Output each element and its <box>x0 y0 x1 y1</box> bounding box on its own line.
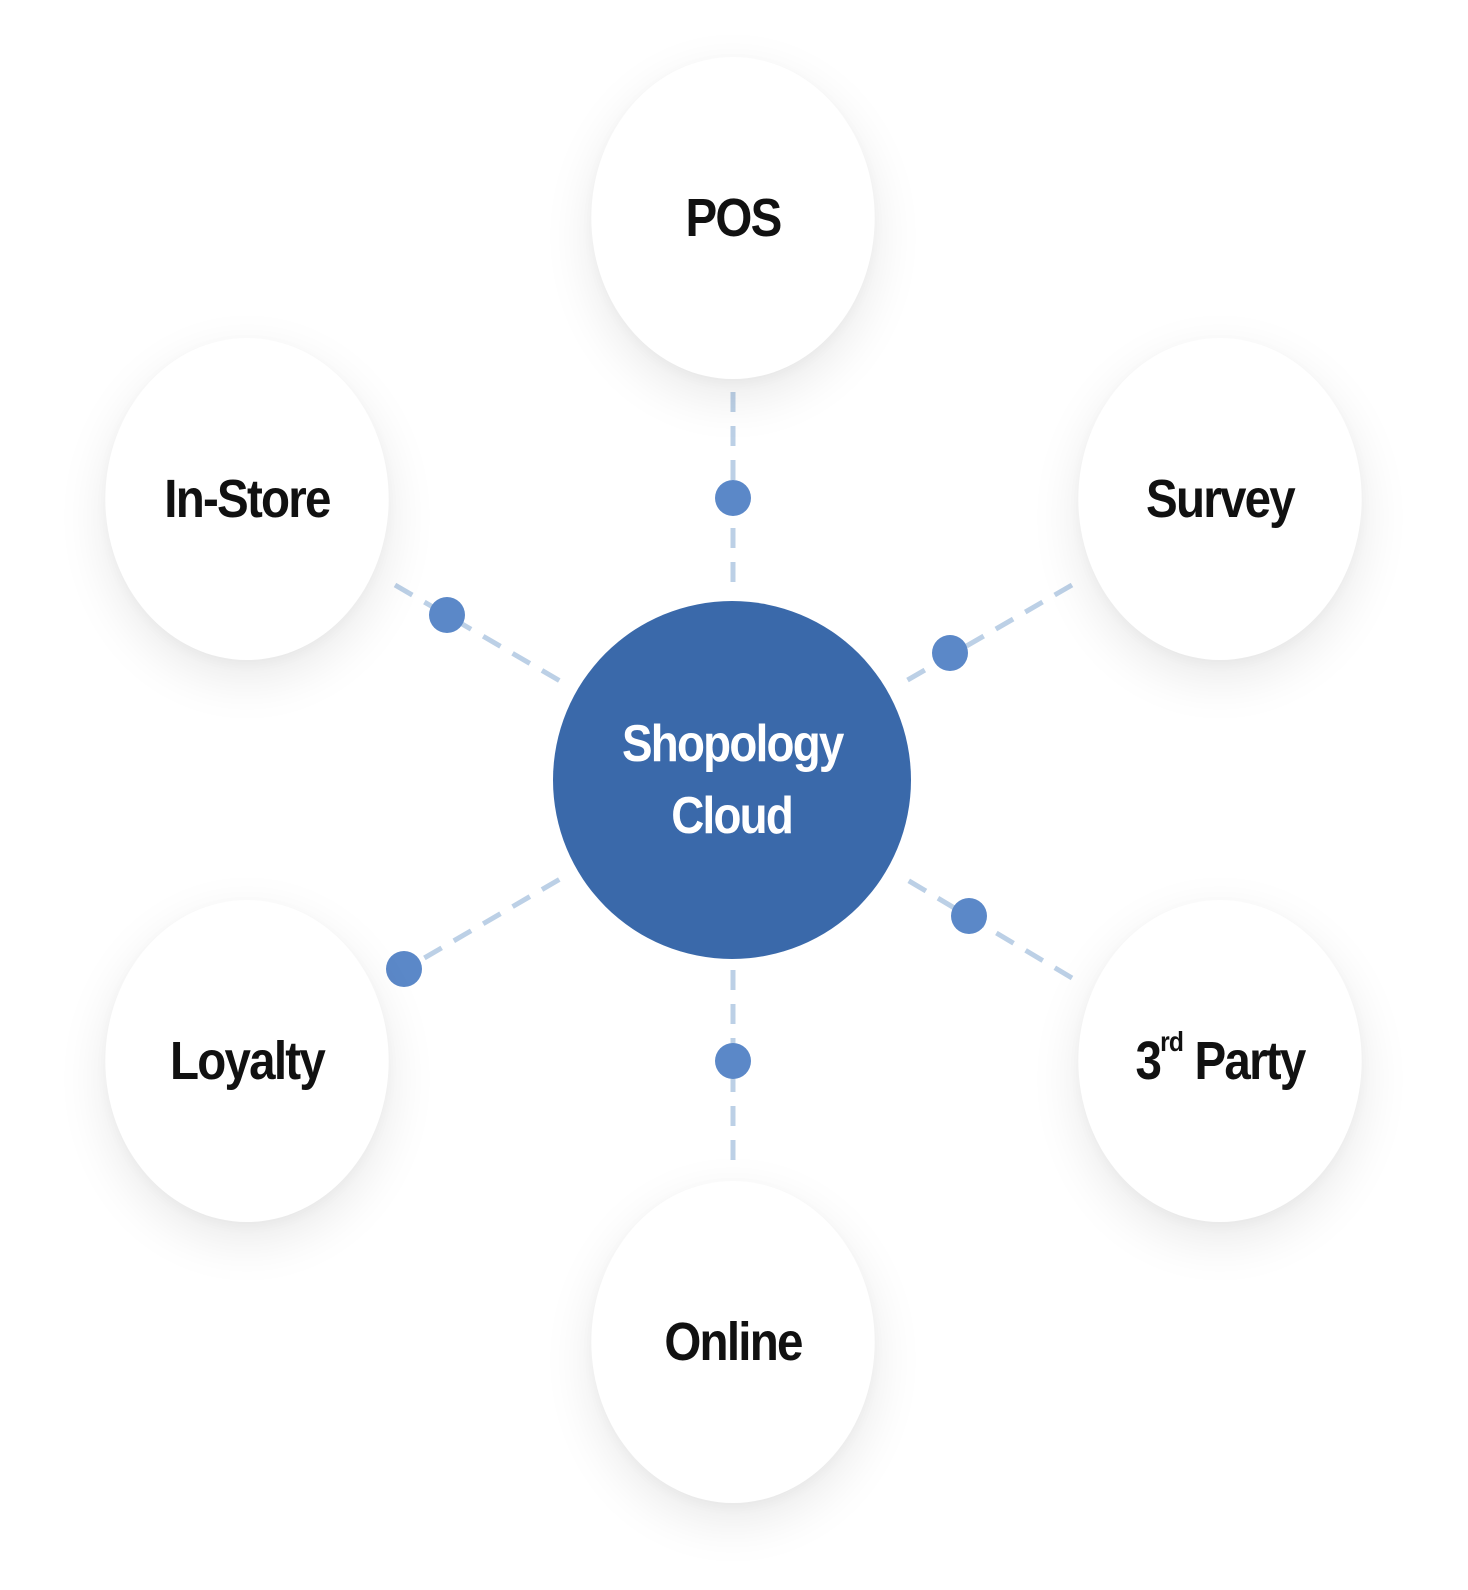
node-loyalty: Loyalty <box>105 900 389 1222</box>
third-party-number: 3 <box>1135 1031 1161 1091</box>
hub-title-line1: Shopology <box>621 715 844 773</box>
hub-shopology-cloud: Shopology Cloud <box>553 601 911 959</box>
node-instore: In-Store <box>105 338 389 660</box>
connector-line-instore <box>393 582 569 688</box>
connector-line-loyalty <box>393 872 569 978</box>
connector-line-survey <box>897 582 1074 688</box>
connector-dot-survey <box>932 635 968 671</box>
node-survey: Survey <box>1078 338 1362 660</box>
node-third-party-label: 3rd Party <box>1135 1026 1306 1092</box>
node-survey-label: Survey <box>1146 469 1296 529</box>
connector-dot-online <box>715 1043 751 1079</box>
node-loyalty-label: Loyalty <box>169 1031 326 1091</box>
node-online-label: Online <box>664 1312 803 1372</box>
connector-line-third-party <box>897 872 1074 981</box>
node-pos: POS <box>591 57 875 379</box>
hub-title-line2: Cloud <box>671 787 795 845</box>
connector-dot-instore <box>429 597 465 633</box>
node-third-party: 3rd Party <box>1078 900 1362 1222</box>
connector-dot-loyalty <box>386 951 422 987</box>
node-online: Online <box>591 1181 875 1503</box>
node-instore-label: In-Store <box>164 469 331 529</box>
third-party-suffix: rd <box>1160 1026 1184 1057</box>
third-party-word: Party <box>1194 1031 1306 1091</box>
connector-dot-third-party <box>951 898 987 934</box>
connector-dot-pos <box>715 480 751 516</box>
node-pos-label: POS <box>685 188 782 248</box>
